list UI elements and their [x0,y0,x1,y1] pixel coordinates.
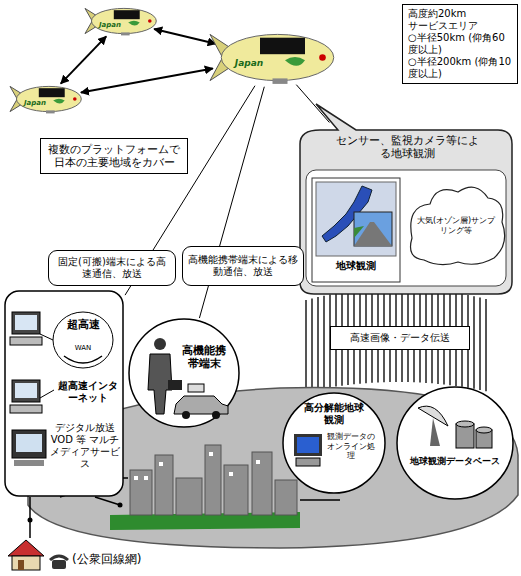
airship: Japan [210,30,335,85]
node-text: 高分解能地球観測 [302,402,366,426]
node-text: WAN [68,344,98,352]
link-arrow [154,29,216,44]
observation-bubble: 地球観測 大気(オゾン層)サンプリング等 センサー、監視カメラ等による地球観測 [298,124,514,296]
service-label: 固定(可搬)端末による高速通信、放送 [48,250,176,286]
house-icon [8,540,44,570]
node-text: Japan [18,99,52,107]
node-text: 超高速インターネット [56,380,120,404]
link-arrow [61,36,106,83]
node-text: 固定(可搬)端末による高速通信、放送 [54,256,170,280]
coverage-note: 複数のプラットフォームで日本の主要地域をカバー [40,138,188,174]
airship-shape [210,30,335,85]
airship: Japan [85,6,157,36]
transmission-label: 高速画像・データ伝送 [330,326,470,350]
node-text: 高機能携帯端末 [180,344,228,370]
link-arrow [81,68,213,92]
node-text: 大気(オゾン層)サンプリング等 [416,216,496,235]
phone-icon [50,556,68,569]
database-circle-shape [396,386,514,500]
node-text: Japan [224,58,274,69]
node-text: ○半径200km (仰角10度以上) [408,56,512,80]
node-text: 複数のプラットフォームで日本の主要地域をカバー [46,143,182,169]
node-text: Japan [93,21,127,29]
node-text: 観測データのオンライン処理 [326,432,376,461]
node-text: サービスエリア [408,20,512,32]
service-label: 高機能携帯端末による移動通信、放送 [182,246,304,286]
node-text: 高機能携帯端末による移動通信、放送 [188,254,298,278]
database-circle: 地球観測データベース [396,386,514,500]
node-text: 高度約20km [408,8,512,20]
airship: Japan [10,84,82,114]
network-note: (公衆回線網) [72,551,141,568]
node-text: 超高速 [60,318,106,331]
mobile-circle-shape [128,318,240,428]
service-area-box: 高度約20kmサービスエリア○半径50km (仰角60度以上)○半径200km … [402,4,518,84]
building-windows [134,452,260,480]
node-text: 地球観測データベース [408,456,502,467]
buildings [130,445,297,515]
map-panel: 地球観測 [312,178,400,282]
mobile-circle: 高機能携帯端末 [128,318,240,428]
data-bars [306,288,486,392]
node-text: デジタル放送 VOD 等 マルチメディアサービス [50,422,120,470]
beam-line [296,85,329,123]
cloud-panel: 大気(オゾン層)サンプリング等 [406,182,506,270]
node-text: 高速画像・データ伝送 [336,332,464,344]
hires-circle: 高分解能地球観測観測データのオンライン処理 [282,392,386,494]
node-text: 地球観測 [314,260,398,272]
node-text: ○半径50km (仰角60度以上) [408,32,512,56]
node-text: センサー、監視カメラ等による地球観測 [332,134,482,160]
fixed-terminal-panel: 超高速 WAN 超高速インターネットデジタル放送 VOD 等 マルチメディアサービス [4,290,124,497]
